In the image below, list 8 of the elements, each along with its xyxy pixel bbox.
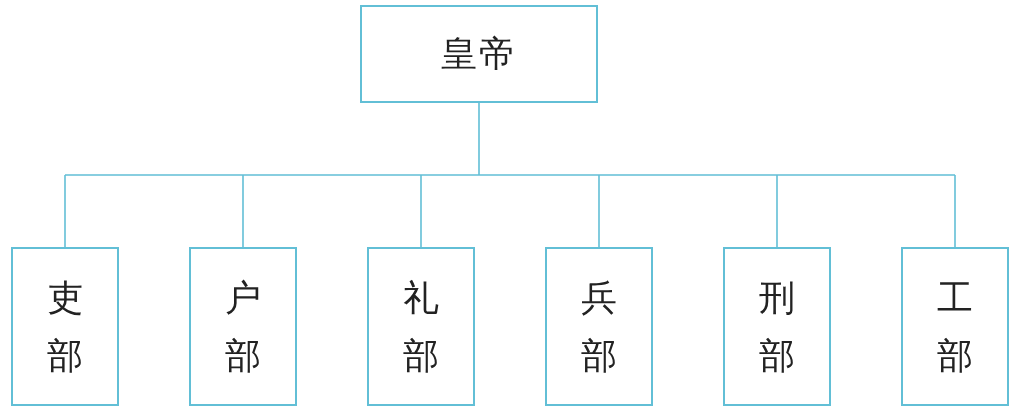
department-box: 工部 [901, 247, 1009, 406]
department-box: 吏部 [11, 247, 119, 406]
department-box: 兵部 [545, 247, 653, 406]
department-box: 礼部 [367, 247, 475, 406]
title-box: 皇帝 [360, 5, 598, 103]
connector-line [64, 102, 956, 248]
department-box: 户部 [189, 247, 297, 406]
department-box: 刑部 [723, 247, 831, 406]
